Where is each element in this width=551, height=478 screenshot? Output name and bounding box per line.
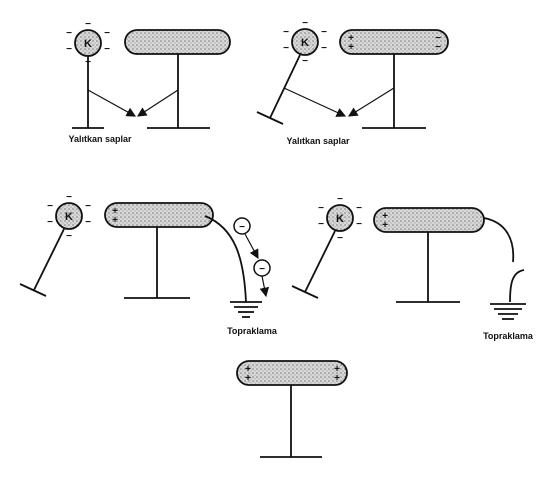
sphere-stand-tilted	[304, 230, 336, 293]
sphere-stand-base	[256, 111, 284, 125]
rod-charge-plus: +	[245, 364, 251, 375]
grounding-label: Topraklama	[227, 326, 278, 336]
sphere-charge-minus: −	[356, 203, 362, 214]
sphere-stand-tilted	[269, 54, 301, 119]
rod-charge-plus: +	[334, 364, 340, 375]
panel-4: K − − − − − − + + Topraklama	[291, 194, 534, 341]
pointer-arrow	[136, 89, 179, 117]
sphere-charge-minus: −	[66, 192, 72, 203]
sphere-charge-minus: −	[85, 217, 91, 228]
sphere-charge-minus: −	[356, 219, 362, 230]
electron-charge: −	[259, 264, 265, 275]
sphere-charge-minus: −	[318, 219, 324, 230]
rod-charge-plus: +	[334, 373, 340, 384]
rod-charge-plus: +	[112, 215, 118, 226]
sphere-charge-minus: −	[66, 28, 72, 39]
pointer-arrow	[347, 87, 395, 117]
rod-charge-plus: +	[348, 42, 354, 53]
sphere-charge-minus: −	[283, 27, 289, 38]
conducting-rod	[124, 29, 231, 55]
sphere-charge-minus: −	[337, 194, 343, 205]
electron: −	[233, 217, 251, 235]
sphere-charge-minus: −	[318, 203, 324, 214]
conducting-rod	[373, 207, 485, 233]
electron-flow-arrow	[259, 275, 270, 298]
sphere-charge-minus: −	[66, 44, 72, 55]
rod-charge-minus: −	[435, 42, 441, 53]
sphere-charge-minus: −	[47, 217, 53, 228]
panel-5: + + + +	[236, 360, 348, 458]
rod-charge-plus: +	[112, 206, 118, 217]
conducting-rod	[236, 360, 348, 386]
sphere-charge-minus: −	[85, 201, 91, 212]
rod-charge-plus: +	[245, 373, 251, 384]
sphere-k: K − − − − − −	[283, 18, 327, 67]
electron-flow-arrow	[244, 233, 259, 260]
sphere-charge-minus: −	[104, 28, 110, 39]
rod-charge-plus: +	[348, 33, 354, 44]
sphere-charge-minus: −	[321, 27, 327, 38]
sphere-label: K	[84, 38, 92, 50]
sphere-charge-minus: −	[47, 201, 53, 212]
insulating-stand-label: Yalıtkan saplar	[68, 134, 132, 144]
sphere-k: K − − − − − −	[47, 192, 91, 242]
sphere-stand-base	[19, 283, 47, 297]
sphere-stand-base	[291, 285, 319, 299]
sphere-charge-minus: −	[66, 231, 72, 242]
ground-wire	[509, 269, 525, 303]
sphere-charge-minus: −	[321, 43, 327, 54]
ground-symbol	[230, 301, 262, 318]
ground-wire	[204, 215, 247, 303]
rod-charge-minus: −	[435, 33, 441, 44]
sphere-charge-minus: −	[283, 43, 289, 54]
rod-charge-plus: +	[382, 211, 388, 222]
conducting-rod	[339, 29, 449, 55]
sphere-label: K	[65, 211, 73, 223]
panel-1: K − − − − − − Yalıtkan saplar	[66, 19, 231, 144]
rod-charge-plus: +	[382, 220, 388, 231]
sphere-label: K	[301, 37, 309, 49]
ground-symbol	[490, 303, 526, 320]
insulating-stand-label: Yalıtkan saplar	[286, 136, 350, 146]
sphere-charge-minus: −	[302, 56, 308, 67]
pointer-arrow	[283, 87, 347, 117]
sphere-label: K	[336, 213, 344, 225]
pointer-arrow	[87, 89, 137, 117]
grounding-label: Topraklama	[483, 331, 534, 341]
sphere-k: K − − − − − −	[318, 194, 362, 244]
electron: −	[253, 259, 271, 277]
sphere-stand-tilted	[33, 228, 65, 291]
disconnected-wire	[483, 217, 515, 263]
sphere-charge-minus: −	[302, 18, 308, 29]
electron-charge: −	[239, 222, 245, 233]
conducting-rod	[104, 202, 214, 228]
sphere-charge-minus: −	[85, 19, 91, 30]
panel-3: K − − − − − − + + − − T	[19, 192, 278, 336]
sphere-charge-minus: −	[104, 44, 110, 55]
panel-2: K − − − − − − + + − − Yalıtkan saplar	[256, 18, 449, 146]
sphere-charge-minus: −	[337, 233, 343, 244]
